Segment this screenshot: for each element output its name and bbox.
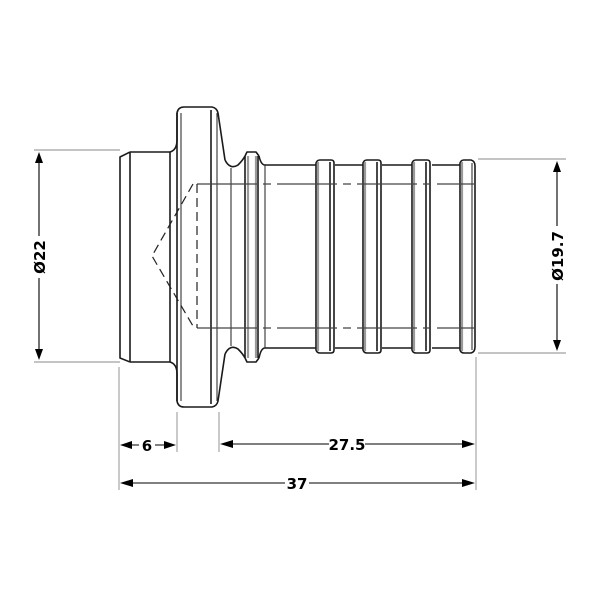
barb-body [265, 164, 460, 349]
barb-3 [411, 159, 431, 354]
dimension-overall-length: 37 [120, 474, 475, 493]
dimension-label-barb-length: 27.5 [328, 436, 365, 454]
small-collar [244, 151, 266, 363]
hex-collar [176, 106, 226, 408]
barb-4-end [459, 159, 476, 354]
dimension-label-sleeve-length: 6 [142, 437, 152, 455]
dimension-label-overall-length: 37 [287, 475, 308, 493]
fitting-part [119, 106, 476, 408]
dimension-label-barb-diameter: Ø19.7 [549, 231, 567, 281]
barb-2 [362, 159, 382, 354]
extension-lines-bottom [118, 357, 477, 490]
left-sleeve [119, 139, 178, 375]
hidden-bore [151, 183, 475, 329]
dimension-barb-diameter: Ø19.7 [478, 158, 567, 354]
dimension-label-outer-diameter: Ø22 [31, 240, 49, 274]
neck-groove [224, 155, 246, 359]
barb-1 [315, 159, 335, 354]
dimension-barb-length: 27.5 [220, 435, 475, 454]
dimension-sleeve-length: 6 [120, 436, 176, 455]
dimension-outer-diameter: Ø22 [29, 149, 120, 363]
